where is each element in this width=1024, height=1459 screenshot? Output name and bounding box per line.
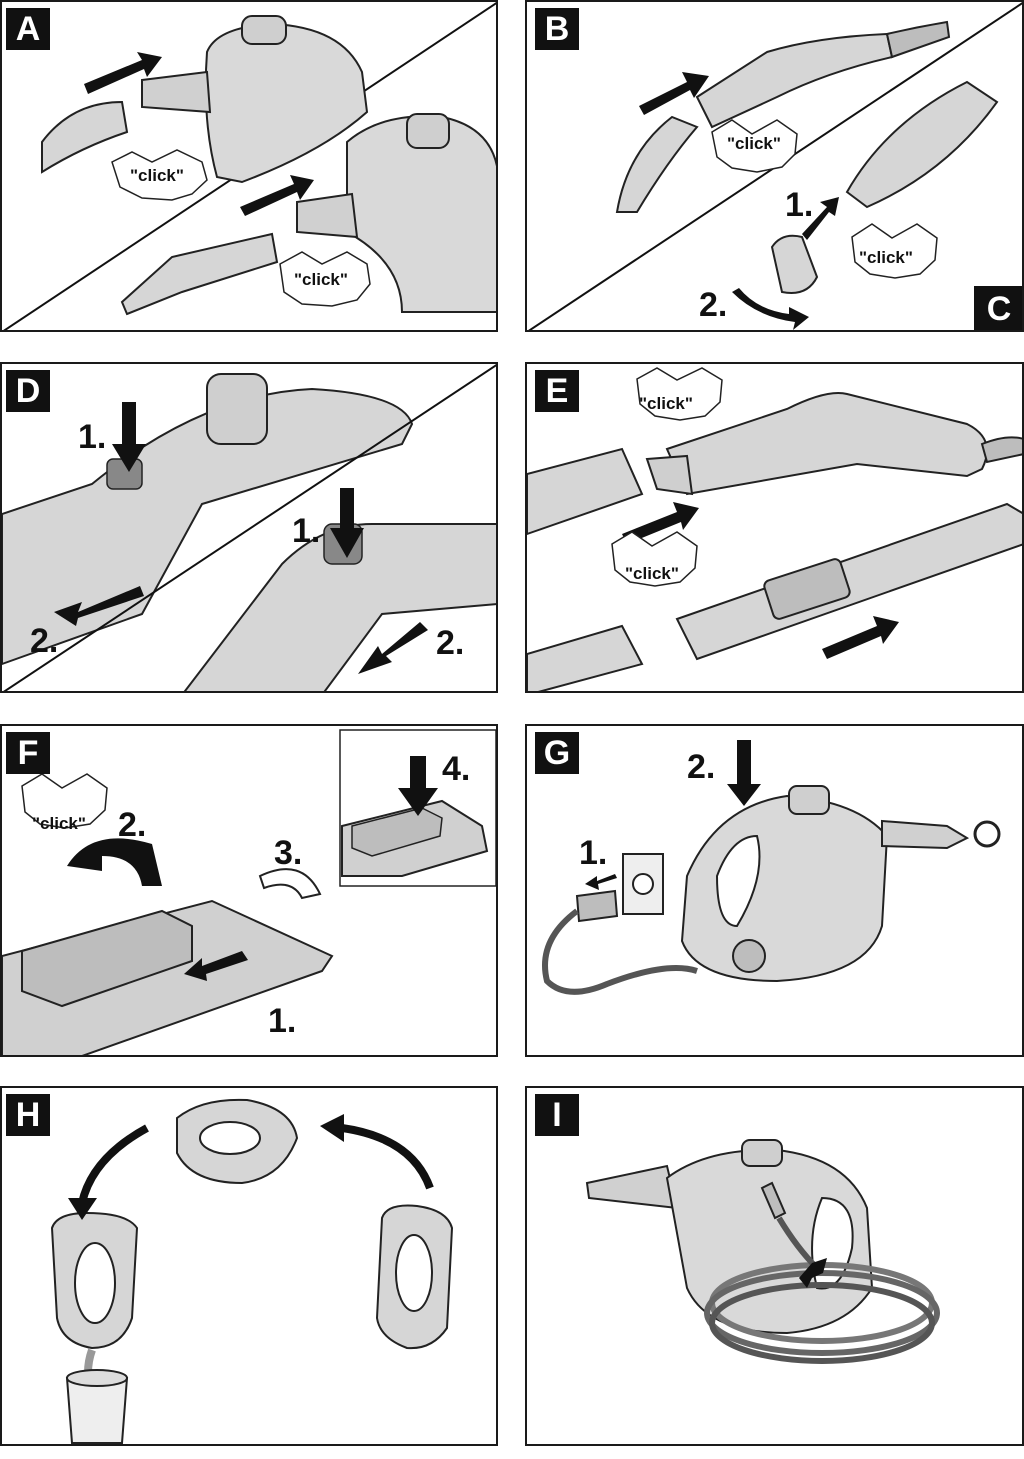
arrow-icon <box>240 175 314 216</box>
panel-g: G 1. 2. <box>525 724 1024 1057</box>
arrow-icon <box>622 502 699 544</box>
nozzle-connector <box>585 1164 679 1210</box>
click-label: "click" <box>625 564 679 583</box>
arrow-icon <box>585 874 617 890</box>
steam-cleaner-body <box>680 794 889 983</box>
step-number: 4. <box>442 750 471 788</box>
step-number: 1. <box>292 512 321 550</box>
click-burst <box>21 773 108 829</box>
panel-label: I <box>535 1094 579 1136</box>
panel-f: F "click" 1. 2. 3. 4. <box>0 724 498 1057</box>
power-plug <box>760 1181 787 1220</box>
click-label: "click" <box>32 814 86 833</box>
panel-label: A <box>6 8 50 50</box>
arrow-down-icon <box>727 740 761 806</box>
arrow-icon <box>78 1124 149 1204</box>
panel-e-illustration <box>527 367 1022 691</box>
panel-h-illustration <box>50 1098 454 1444</box>
fold-arrow-icon <box>67 838 162 886</box>
arrow-icon <box>639 72 709 115</box>
arrow-icon <box>184 951 248 981</box>
handle-piece <box>695 32 894 129</box>
panel-e: E "click" "click" <box>525 362 1024 693</box>
power-plug <box>575 889 619 923</box>
extension-tube <box>527 624 644 691</box>
panel-b: B "click" "click" 1. 2. C <box>525 0 1024 332</box>
nozzle <box>41 100 129 174</box>
step-number: 2. <box>30 622 59 660</box>
handle <box>665 392 988 496</box>
arrow-down-icon <box>112 402 146 472</box>
click-burst <box>636 367 723 421</box>
arrow-icon <box>54 586 144 626</box>
rotate-arrow-icon <box>732 288 809 330</box>
arrow-down-icon <box>330 488 364 558</box>
power-cord <box>542 908 698 995</box>
panel-a-illustration <box>3 2 496 330</box>
step-number: 1. <box>785 186 814 224</box>
panel-h: H <box>0 1086 498 1446</box>
round-brush <box>770 234 819 294</box>
arrow-icon <box>341 1124 434 1190</box>
panel-i: I <box>525 1086 1024 1446</box>
click-label: "click" <box>639 394 693 413</box>
panel-f-illustration <box>2 729 496 1055</box>
panel-g-illustration <box>542 740 1001 995</box>
device-body <box>2 387 414 666</box>
container <box>65 1377 129 1444</box>
panel-label: D <box>6 370 50 412</box>
step-number: 2. <box>687 748 716 786</box>
panel-a: A "click" "click" <box>0 0 498 332</box>
step-number: 2. <box>436 624 465 662</box>
fold-arrow-icon <box>258 868 322 900</box>
arrow-icon <box>822 616 899 659</box>
step-number: 3. <box>274 834 303 872</box>
panel-label: G <box>535 732 579 774</box>
step-number: 1. <box>579 834 608 872</box>
click-label: "click" <box>130 166 184 185</box>
extension-tube <box>675 502 1022 661</box>
click-burst <box>111 149 208 201</box>
click-burst <box>279 251 371 307</box>
steam-cleaner-body <box>141 15 369 184</box>
click-label: "click" <box>727 134 781 153</box>
click-burst <box>711 119 798 173</box>
step-number: 1. <box>268 1002 297 1040</box>
nozzle <box>615 115 699 213</box>
panel-d: D 1. 2. 1. 2. <box>0 362 498 693</box>
click-label: "click" <box>859 248 913 267</box>
panel-b-c-illustration <box>528 2 1022 330</box>
panel-label: H <box>6 1094 50 1136</box>
panel-label: E <box>535 370 579 412</box>
panel-d-illustration <box>2 364 496 691</box>
arrow-icon <box>84 52 162 94</box>
click-label: "click" <box>294 270 348 289</box>
arrow-icon <box>799 1258 827 1288</box>
arrow-icon <box>358 622 428 674</box>
brush-tip <box>973 820 1001 848</box>
click-burst <box>851 223 938 279</box>
arrow-icon <box>802 197 839 240</box>
panel-i-illustration <box>585 1139 940 1364</box>
panel-label: B <box>535 8 579 50</box>
extension-tube <box>527 447 644 536</box>
hose-coupling <box>120 232 279 316</box>
step-number: 1. <box>78 418 107 456</box>
floor-nozzle <box>21 909 193 1008</box>
step-number: 2. <box>118 806 147 844</box>
round-nozzle <box>845 80 999 209</box>
panel-label: F <box>6 732 50 774</box>
arrow-down-icon <box>398 756 438 816</box>
panel-label: C <box>986 290 1012 328</box>
steam-cleaner-body-2 <box>296 113 496 313</box>
click-burst <box>611 531 698 587</box>
step-number: 2. <box>699 286 728 324</box>
